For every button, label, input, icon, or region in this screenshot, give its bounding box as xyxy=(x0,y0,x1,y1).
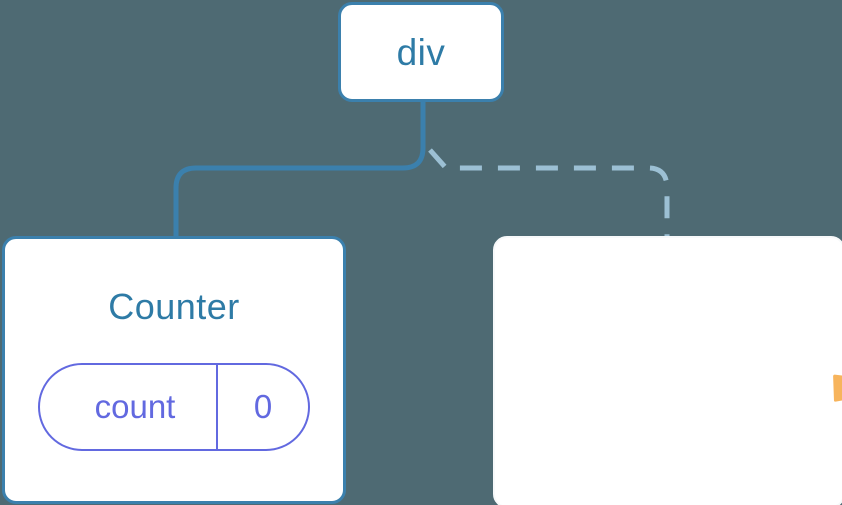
counter-node[interactable]: Counter count 0 xyxy=(2,236,346,504)
div-node-label: div xyxy=(396,31,446,73)
starburst-ray-4 xyxy=(833,374,842,402)
prop-value-count: 0 xyxy=(216,365,308,449)
counter-prop-pill[interactable]: count 0 xyxy=(38,363,310,451)
counter-node-title: Counter xyxy=(108,286,240,327)
div-node[interactable]: div xyxy=(338,2,504,102)
prop-key-count: count xyxy=(94,388,176,425)
starburst-icon xyxy=(519,247,842,497)
spark-node[interactable] xyxy=(493,236,842,505)
starburst-rays xyxy=(833,374,842,402)
